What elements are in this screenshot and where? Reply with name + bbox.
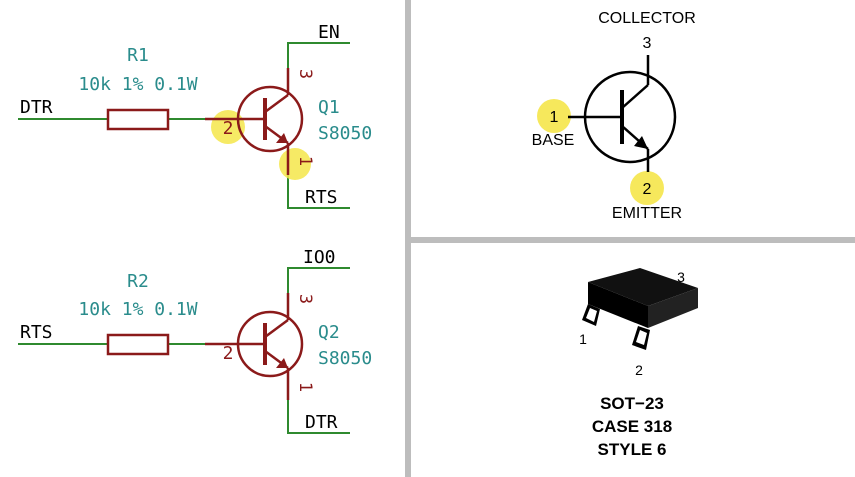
pin-q1-base-number: 2	[223, 118, 234, 139]
resistor-r2-value: 10k 1% 0.1W	[78, 299, 197, 320]
highlight-base-pin	[537, 99, 571, 133]
package-pin-1-label: 1	[579, 331, 587, 347]
pin-q1-collector-number: 3	[295, 69, 315, 79]
emitter-pin-number: 2	[643, 181, 652, 198]
package-pin-3-label: 3	[677, 269, 685, 285]
resistor-r2-ref: R2	[127, 271, 149, 292]
base-label: BASE	[532, 132, 575, 149]
resistor-r2	[106, 333, 170, 356]
net-label-io0: IO0	[303, 247, 336, 268]
lower-circuit: RTS R2 10k 1% 0.1W 2 3 1 IO0 DTR Q2 S805…	[18, 247, 372, 434]
package-name: SOT−23	[600, 394, 664, 413]
transistor-q2-symbol	[205, 293, 304, 400]
transistor-q2-part: S8050	[318, 348, 372, 369]
resistor-r1-ref: R1	[127, 45, 149, 66]
net-label-rts-emitter: RTS	[305, 187, 338, 208]
collector-label: COLLECTOR	[598, 10, 696, 27]
transistor-q1-part: S8050	[318, 123, 372, 144]
wire-q1-collector	[287, 42, 350, 68]
pin-q2-collector-number: 3	[295, 294, 315, 304]
package-style: STYLE 6	[598, 440, 667, 459]
npn-transistor-symbol	[568, 55, 677, 172]
package-case: CASE 318	[592, 417, 672, 436]
upper-circuit: DTR R1 10k 1% 0.1W 2 3 1 EN RTS Q1 S8050	[18, 22, 372, 209]
pinout-diagram: COLLECTOR 3 1 BASE 2 EMITTER	[532, 10, 696, 222]
wire-q2-emitter	[287, 400, 350, 434]
net-label-dtr-emitter: DTR	[305, 412, 338, 433]
wire-q1-emitter	[287, 175, 350, 209]
net-label-en: EN	[318, 22, 340, 43]
vertical-divider	[405, 0, 411, 477]
transistor-q2-ref: Q2	[318, 322, 340, 343]
transistor-q1-ref: Q1	[318, 97, 340, 118]
pin-q2-emitter-number: 1	[295, 382, 315, 392]
resistor-r1	[106, 108, 170, 131]
resistor-r1-value: 10k 1% 0.1W	[78, 74, 197, 95]
net-label-rts: RTS	[20, 322, 53, 343]
package-pin-2-label: 2	[635, 362, 643, 378]
sot23-package-illustration	[582, 268, 698, 350]
collector-pin-number: 3	[643, 35, 652, 52]
pin-q1-emitter-number: 1	[295, 156, 315, 166]
highlight-emitter-pin	[630, 171, 664, 205]
net-label-dtr: DTR	[20, 97, 53, 118]
emitter-label: EMITTER	[612, 205, 682, 222]
horizontal-divider	[411, 237, 855, 243]
sot23-package-diagram: 1 2 3 SOT−23 CASE 318 STYLE 6	[579, 268, 698, 459]
base-pin-number: 1	[550, 109, 559, 126]
pin-q2-base-number: 2	[223, 343, 234, 364]
wire-q2-collector	[287, 267, 350, 293]
transistor-q1-symbol	[205, 68, 304, 175]
